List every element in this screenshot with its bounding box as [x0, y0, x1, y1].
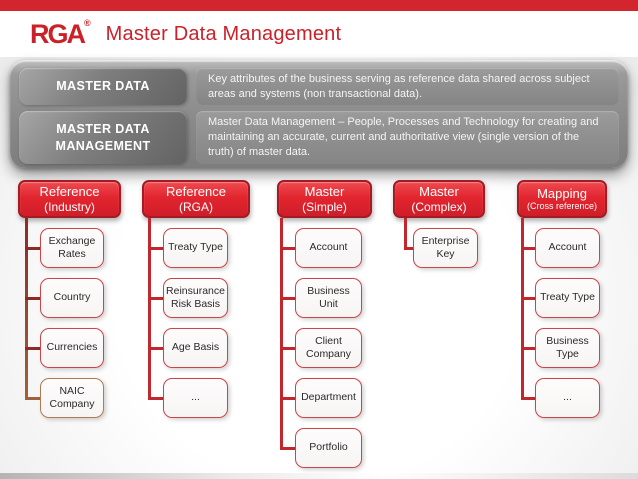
connector-stub — [521, 246, 535, 250]
term-label: MASTER DATA — [56, 79, 150, 94]
node-label: Treaty Type — [540, 291, 595, 304]
node-label: Age Basis — [171, 341, 220, 354]
node-box: Reinsurance Risk Basis — [163, 278, 228, 318]
node-label: Treaty Type — [168, 241, 223, 254]
term-box-master-data-management: MASTER DATA MANAGEMENT — [19, 111, 187, 164]
node-box: Country — [40, 278, 104, 318]
definition-text: Key attributes of the business serving a… — [208, 72, 590, 100]
node-label: Exchange Rates — [48, 234, 96, 260]
bottom-strip — [0, 473, 638, 479]
term-box-master-data: MASTER DATA — [19, 68, 187, 105]
node-box: Portfolio — [295, 428, 362, 468]
node-label: Reinsurance Risk Basis — [166, 284, 225, 310]
connector-stub — [521, 296, 535, 300]
connector-vertical — [280, 218, 283, 450]
connector-stub — [280, 446, 295, 450]
connector-stub — [25, 246, 40, 250]
column-header-subtitle: (Complex) — [411, 199, 467, 214]
top-red-bar — [0, 0, 638, 11]
rga-logo-text: RGA — [30, 18, 86, 49]
connector-stub — [404, 246, 413, 250]
node-label: ... — [563, 391, 572, 404]
node-box: Department — [295, 378, 362, 418]
column-header: Mapping(Cross reference) — [517, 180, 607, 218]
connector-vertical — [25, 218, 28, 400]
column-header-title: Master — [304, 184, 345, 199]
node-box: Account — [535, 228, 600, 268]
connector-stub — [25, 296, 40, 300]
connector-vertical — [404, 218, 407, 250]
connector-stub — [280, 396, 295, 400]
connector-stub — [521, 396, 535, 400]
connector-stub — [280, 296, 295, 300]
node-label: Account — [548, 241, 587, 254]
definition-master-data: Key attributes of the business serving a… — [196, 68, 619, 105]
column-header-subtitle: (Cross reference) — [526, 201, 598, 212]
node-label: Currencies — [46, 341, 98, 354]
node-label: Portfolio — [309, 441, 348, 454]
connector-stub — [148, 346, 163, 350]
column-header-subtitle: (Industry) — [44, 199, 95, 214]
node-label: Business Unit — [307, 284, 350, 310]
definition-master-data-management: Master Data Management – People, Process… — [196, 111, 619, 164]
column-header-title: Reference — [39, 184, 100, 199]
connector-stub — [280, 246, 295, 250]
connector-stub — [25, 396, 40, 400]
term-label: MASTER DATA MANAGEMENT — [55, 122, 151, 153]
node-box: Treaty Type — [163, 228, 228, 268]
node-box: Business Type — [535, 328, 600, 368]
connector-vertical — [148, 218, 151, 400]
column-master-complex: Master(Complex) Enterprise Key — [393, 180, 485, 475]
node-label: ... — [191, 391, 200, 404]
node-label: Business Type — [546, 334, 589, 360]
node-box: Treaty Type — [535, 278, 600, 318]
connector-stub — [148, 296, 163, 300]
node-box: Enterprise Key — [413, 228, 478, 268]
node-label: Country — [53, 291, 91, 304]
column-header-subtitle: (RGA) — [179, 199, 213, 214]
column-header-title: Reference — [166, 184, 226, 199]
registered-mark: ® — [84, 17, 91, 28]
node-box: NAIC Company — [40, 378, 104, 418]
connector-stub — [521, 346, 535, 350]
node-label: NAIC Company — [49, 384, 95, 410]
connector-vertical — [521, 218, 524, 400]
node-label: Account — [309, 241, 348, 254]
column-header-title: Mapping — [537, 185, 587, 201]
column-header: Master(Complex) — [393, 180, 485, 218]
slide-header: RGA® Master Data Management — [0, 11, 638, 57]
rga-logo: RGA® — [30, 17, 91, 49]
column-header-title: Master — [419, 184, 459, 199]
column-header: Reference(RGA) — [142, 180, 250, 218]
node-label: Enterprise Key — [421, 234, 470, 260]
node-box: Currencies — [40, 328, 104, 368]
page-title: Master Data Management — [105, 22, 342, 45]
column-header: Master(Simple) — [277, 180, 372, 218]
connector-stub — [280, 346, 295, 350]
column-header-subtitle: (Simple) — [302, 199, 347, 214]
connector-stub — [148, 246, 163, 250]
node-box: ... — [163, 378, 228, 418]
node-label: Client Company — [306, 334, 351, 360]
node-label: Department — [301, 391, 356, 404]
node-box: Business Unit — [295, 278, 362, 318]
node-box: Client Company — [295, 328, 362, 368]
definition-text: Master Data Management – People, Process… — [208, 116, 599, 158]
connector-stub — [25, 346, 40, 350]
column-header: Reference(Industry) — [18, 180, 121, 218]
node-box: ... — [535, 378, 600, 418]
definitions-panel: MASTER DATA Key attributes of the busine… — [10, 60, 628, 168]
connector-stub — [148, 396, 163, 400]
node-box: Age Basis — [163, 328, 228, 368]
node-box: Exchange Rates — [40, 228, 104, 268]
node-box: Account — [295, 228, 362, 268]
